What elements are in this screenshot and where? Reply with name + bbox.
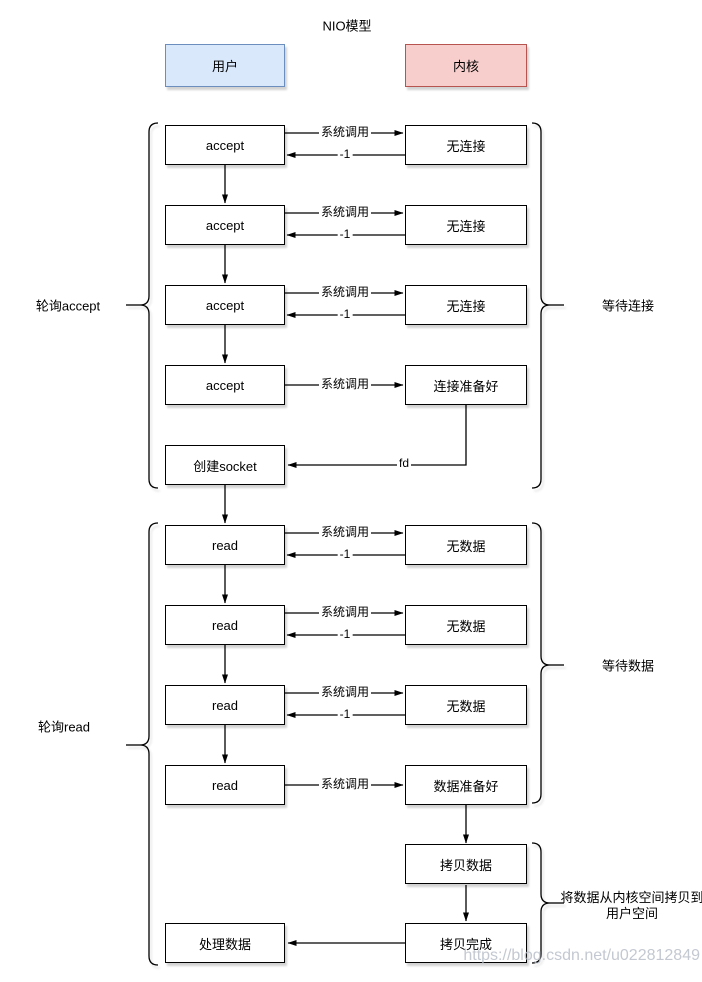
edge-label-minus1-4: -1 — [337, 547, 353, 562]
node-read-1: read — [165, 525, 285, 565]
edge-label-syscall-4: 系统调用 — [318, 377, 372, 392]
node-accept-1: accept — [165, 125, 285, 165]
label-poll-read: 轮询read — [37, 719, 91, 735]
edge-label-minus1-1: -1 — [337, 147, 353, 162]
edge-label-syscall-3: 系统调用 — [318, 285, 372, 300]
brace-poll-accept — [126, 122, 159, 489]
node-data-ready: 数据准备好 — [405, 765, 527, 805]
edge-label-syscall-5: 系统调用 — [318, 525, 372, 540]
brace-wait-connection — [531, 122, 564, 489]
node-no-connection-3: 无连接 — [405, 285, 527, 325]
node-read-3: read — [165, 685, 285, 725]
brace-poll-read — [126, 522, 159, 966]
cross-arrows — [287, 405, 467, 946]
label-poll-accept: 轮询accept — [35, 298, 101, 314]
node-copy-done: 拷贝完成 — [405, 923, 527, 963]
edge-label-syscall-8: 系统调用 — [318, 777, 372, 792]
edge-label-syscall-2: 系统调用 — [318, 205, 372, 220]
node-read-4: read — [165, 765, 285, 805]
edge-label-syscall-6: 系统调用 — [318, 605, 372, 620]
watermark-url: https://blog.csdn.net/u022812849 — [463, 947, 700, 964]
node-no-connection-2: 无连接 — [405, 205, 527, 245]
brace-copy-note — [531, 842, 564, 964]
edge-label-minus1-5: -1 — [337, 627, 353, 642]
edge-label-minus1-3: -1 — [337, 307, 353, 322]
node-create-socket: 创建socket — [165, 445, 285, 485]
header-user: 用户 — [165, 44, 285, 87]
edge-label-fd: fd — [396, 456, 412, 471]
node-process-data: 处理数据 — [165, 923, 285, 963]
edge-label-syscall-7: 系统调用 — [318, 685, 372, 700]
diagram-title: NIO模型 — [322, 18, 372, 34]
node-read-2: read — [165, 605, 285, 645]
label-wait-data: 等待数据 — [601, 658, 655, 674]
label-wait-connection: 等待连接 — [601, 298, 655, 314]
node-accept-2: accept — [165, 205, 285, 245]
node-copy-data: 拷贝数据 — [405, 844, 527, 884]
node-accept-4: accept — [165, 365, 285, 405]
header-kernel: 内核 — [405, 44, 527, 87]
node-accept-3: accept — [165, 285, 285, 325]
label-copy-note: 将数据从内核空间拷贝到用户空间 — [560, 889, 702, 921]
edge-label-syscall-1: 系统调用 — [318, 125, 372, 140]
edge-label-minus1-6: -1 — [337, 707, 353, 722]
node-no-connection-1: 无连接 — [405, 125, 527, 165]
node-no-data-3: 无数据 — [405, 685, 527, 725]
brace-wait-data — [531, 522, 564, 804]
edge-label-minus1-2: -1 — [337, 227, 353, 242]
node-no-data-1: 无数据 — [405, 525, 527, 565]
node-connection-ready: 连接准备好 — [405, 365, 527, 405]
node-no-data-2: 无数据 — [405, 605, 527, 645]
